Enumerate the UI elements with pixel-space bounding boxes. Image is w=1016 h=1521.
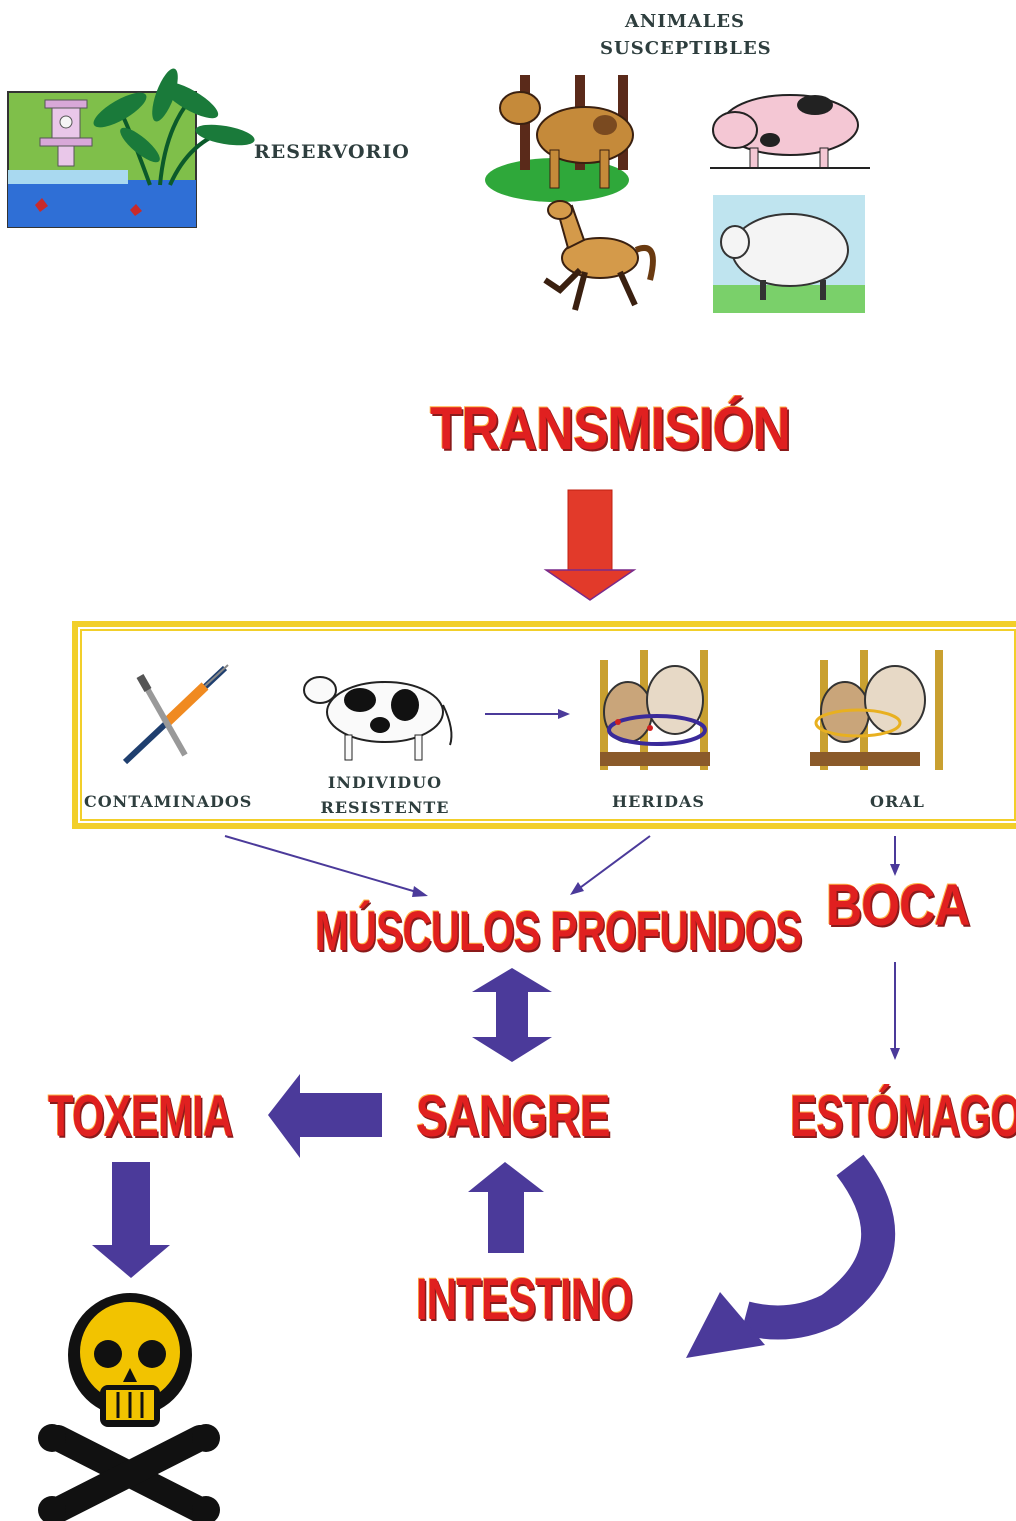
susceptible-animals-title: ANIMALES SUSCEPTIBLES [600,8,772,62]
wounds-to-muscles-arrow [570,835,651,895]
deep-muscles-label: MÚSCULOS PROFUNDOS [315,899,802,962]
susceptible-title-line1: ANIMALES [624,11,746,32]
cattle-wounds-icon [600,650,710,770]
intestine-label: INTESTINO [416,1267,633,1332]
reservoir-garden-icon [7,68,255,228]
reservoir-label: RESERVORIO [254,141,410,163]
toxemia-down-arrow [92,1162,170,1278]
sheep-icon [713,195,865,313]
intestine-to-blood-arrow [468,1162,544,1253]
transmission-routes-inner-border [80,629,1016,821]
stomach-label: ESTÓMAGO [790,1084,1016,1149]
horse-icon [543,200,656,311]
route-wounds-label: HERIDAS [612,792,705,811]
transmission-routes-box [72,621,1016,829]
skull-crossbones-icon [38,1293,220,1521]
scalpel-icon [136,674,188,757]
route-oral-label: ORAL [870,792,925,811]
resistant-to-wounds-arrow [485,709,570,719]
mouth-to-stomach-arrow [890,962,900,1060]
transmission-title: TRANSMISIÓN [430,395,791,462]
blood-label: SANGRE [416,1084,611,1149]
stomach-to-intestine-curved-arrow [686,1154,896,1358]
route-resistant-line1: INDIVIDUO [327,773,443,792]
blood-to-toxemia-arrow [268,1074,382,1158]
syringe-icon [122,664,229,765]
route-resistant-line2: RESISTENTE [320,798,450,817]
holstein-cow-icon [303,676,453,761]
mouth-label: BOCA [826,873,970,938]
contaminated-to-muscles-arrow [224,835,428,897]
pig-icon [710,94,870,169]
cow-icon [485,75,634,202]
cattle-oral-icon [810,650,943,770]
transmission-down-arrow [543,489,637,601]
muscles-blood-double-arrow [472,968,552,1062]
susceptible-title-line2: SUSCEPTIBLES [600,38,772,59]
toxemia-label: TOXEMIA [48,1084,233,1149]
route-resistant-label: INDIVIDUO RESISTENTE [310,770,460,820]
route-contaminated-label: CONTAMINADOS [84,792,253,811]
oral-to-mouth-arrow [890,836,900,876]
